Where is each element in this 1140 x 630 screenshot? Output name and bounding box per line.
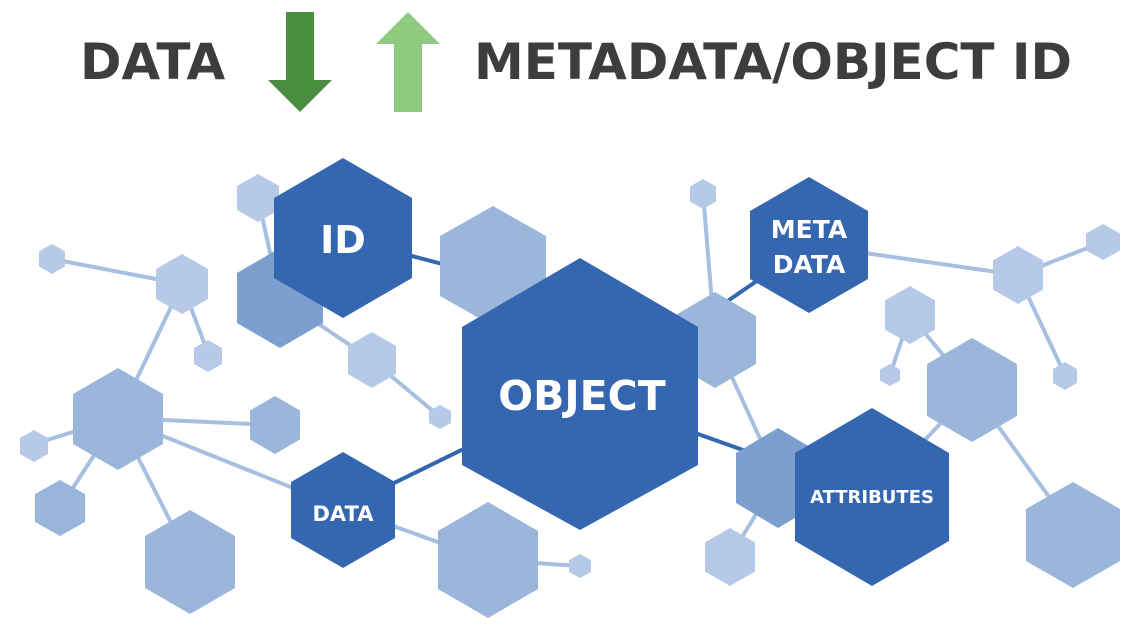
arrow-down-icon [268,12,332,112]
hex-node [39,244,65,274]
hex-node [705,528,755,586]
hex-node [1053,362,1077,390]
hex-node [73,368,163,470]
object-node-label: OBJECT [498,372,665,420]
attributes-node-label: ATTRIBUTES [810,487,934,508]
id-node-label: ID [320,218,366,262]
hex-node [237,174,279,222]
attributes-node: ATTRIBUTES [795,408,949,586]
hex-node [993,246,1043,304]
header-metadata-label: METADATA/OBJECT ID [474,33,1072,91]
hex-node [250,396,300,454]
header-data-label: DATA [80,33,226,91]
hex-node [438,502,538,618]
hex-node [569,554,591,578]
hex-node [1026,482,1120,588]
id-node: ID [274,158,412,318]
data-node: DATA [291,452,395,568]
metadata-node-label-line1: META [771,215,848,244]
hex-node [35,480,85,536]
metadata-node-label-line2: DATA [773,250,846,279]
hex-node [927,338,1017,442]
hex-node [156,254,208,314]
object-node: OBJECT [462,258,698,530]
hex-node [20,430,48,462]
data-node-label: DATA [312,502,374,526]
arrow-up-icon [376,12,440,112]
hex-node [348,332,396,388]
hex-node [1086,224,1120,260]
hex-node [145,510,235,614]
hex-node [429,405,451,429]
hex-node [194,340,222,372]
hex-node [885,286,935,344]
hex-node [880,364,900,386]
metadata-node: META DATA [750,177,868,313]
hex-node [690,179,716,209]
